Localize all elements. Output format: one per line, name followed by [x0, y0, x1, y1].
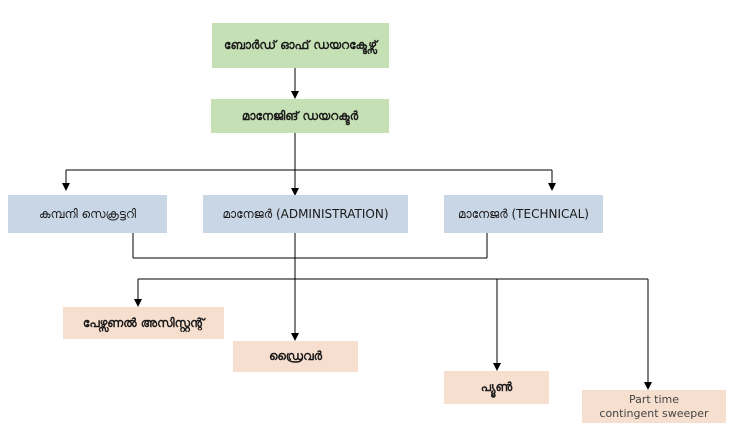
driver-box: ഡ്രൈവർ — [233, 341, 358, 372]
manager-administration-box: മാനേജർ (ADMINISTRATION) — [203, 195, 408, 233]
sweeper-label-line1: Part time — [628, 393, 680, 407]
managing-director-box: മാനേജിങ് ഡയറക്ടർ — [211, 99, 389, 133]
peon-box: പ്യൂൺ — [444, 371, 549, 404]
board-of-directors-box: ബോർഡ് ഓഫ് ഡയറക്ടേഴ്സ് — [212, 23, 389, 68]
personal-assistant-box: പേഴ്സണൽ അസിസ്റ്റന്റ് — [63, 307, 224, 339]
company-secretary-box: കമ്പനി സെക്രട്ടറി — [8, 195, 167, 233]
sweeper-box: Part time contingent sweeper — [582, 390, 726, 423]
sweeper-label-line2: contingent sweeper — [599, 406, 709, 420]
manager-technical-box: മാനേജർ (TECHNICAL) — [444, 195, 603, 233]
